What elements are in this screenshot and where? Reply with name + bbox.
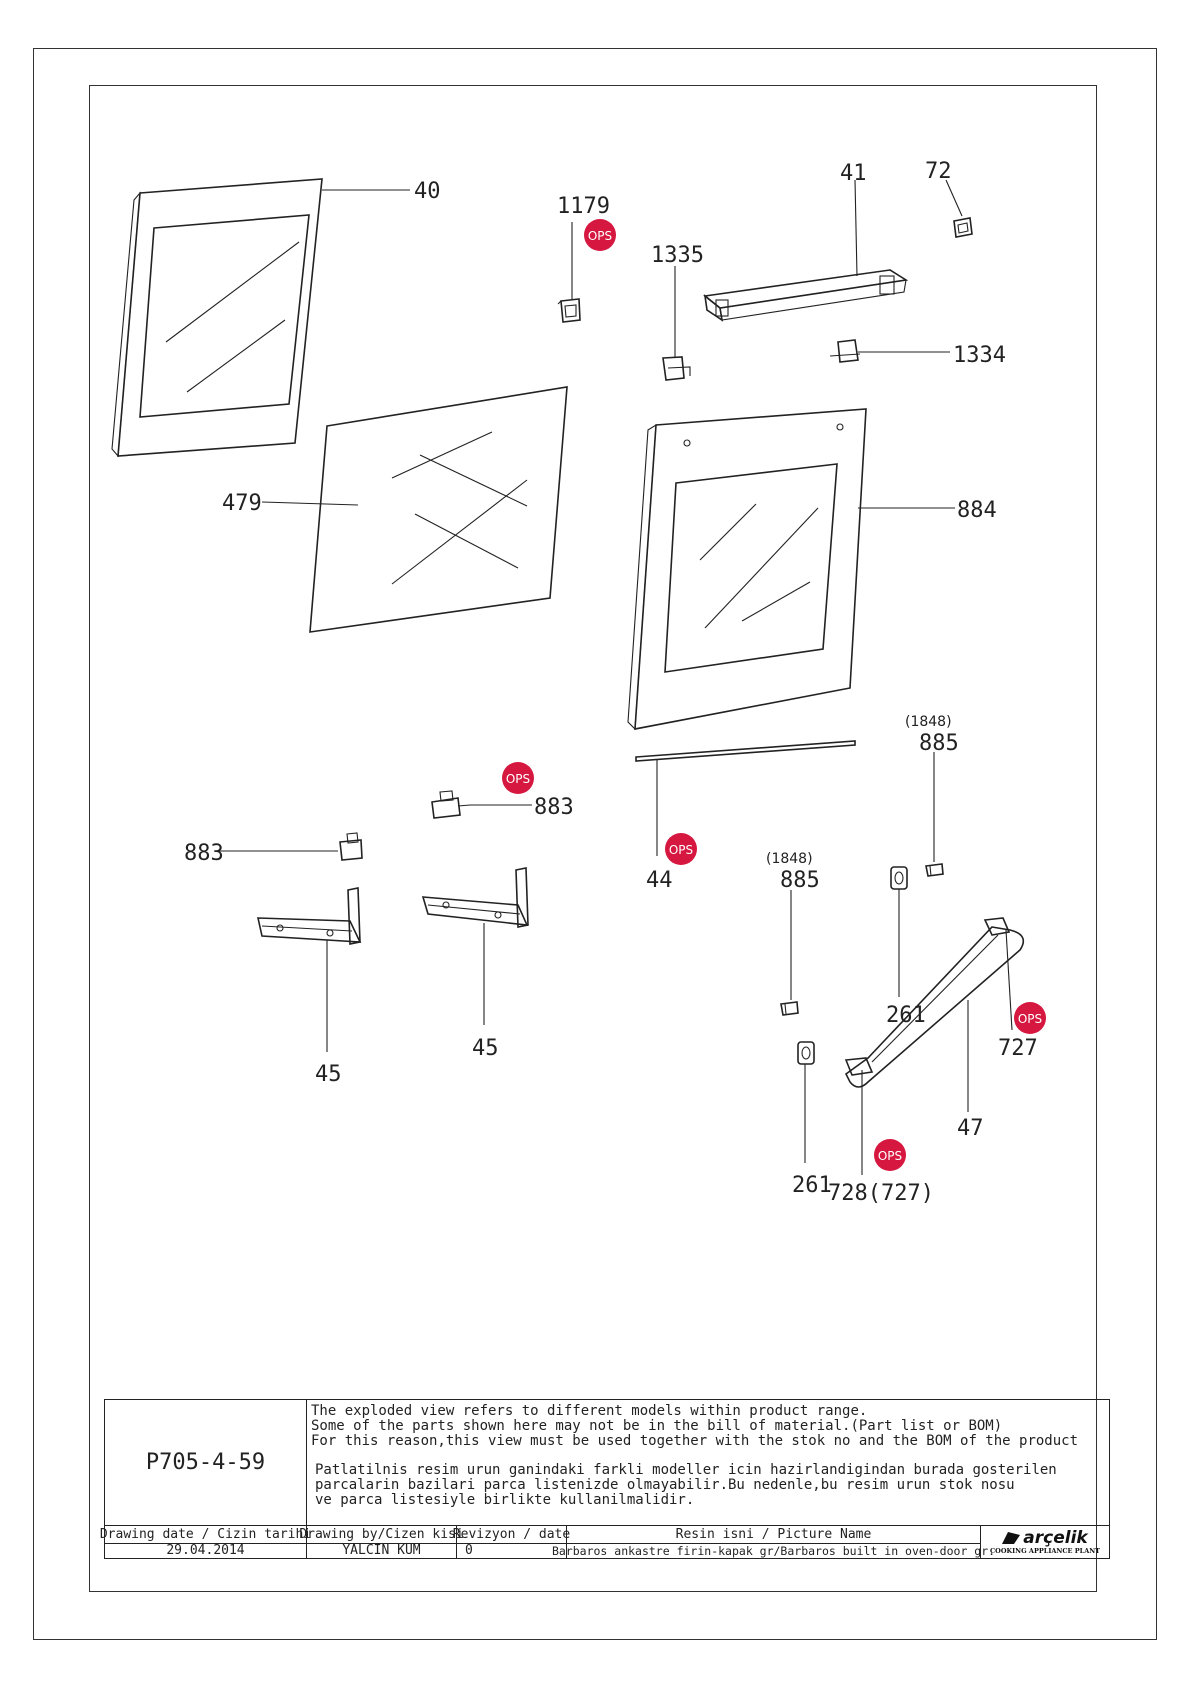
ops-badge-727: OPS — [1014, 1002, 1046, 1034]
header-rev: Revizyon / date — [453, 1526, 570, 1544]
note-tr-line-3: ve parca listesiyle birlikte kullanilmal… — [315, 1492, 695, 1508]
callout-885a-note: (1848) — [905, 714, 952, 730]
ops-circle — [1014, 1002, 1046, 1034]
logo-cell: arçelik COOKING APPLIANCE PLANT — [981, 1526, 1109, 1558]
logo: arçelik — [1002, 1527, 1088, 1548]
part-40-outer-glass — [111, 178, 323, 458]
part-261b-end-cap — [797, 1041, 815, 1065]
note-en-line-2: Some of the parts shown here may not be … — [311, 1418, 1003, 1434]
part-1335-bracket — [662, 356, 691, 381]
value-name: Barbaros ankastre firin-kapak gr/Barbaro… — [551, 1544, 996, 1558]
ops-badge-44: OPS — [665, 833, 697, 865]
callout-479: 479 — [222, 491, 262, 516]
callout-885b-note: (1848) — [766, 851, 813, 867]
title-block: P705-4-59 The exploded view refers to di… — [100, 1399, 1110, 1559]
part-44-strip — [635, 740, 856, 762]
logo-brand: arçelik — [1023, 1527, 1088, 1548]
part-1334-bracket — [829, 339, 861, 363]
drawing-number-cell: P705-4-59 — [105, 1400, 307, 1526]
callout-261b: 261 — [792, 1173, 832, 1198]
value-date: 29.04.2014 — [105, 1544, 307, 1558]
callout-728: 728(727) — [828, 1181, 934, 1206]
callout-1334: 1334 — [953, 343, 1006, 368]
ops-label: OPS — [506, 772, 530, 786]
header-date: Drawing date / Cizin tarihi — [100, 1526, 311, 1544]
note-tr-line-1: Patlatilnis resim urun ganindaki farkli … — [315, 1462, 1057, 1478]
part-45a-hinge — [256, 887, 362, 945]
callout-72: 72 — [925, 159, 952, 184]
callout-883a: 883 — [534, 795, 574, 820]
drawing-number: P705-4-59 — [145, 1450, 266, 1475]
value-rev: 0 — [457, 1544, 567, 1558]
part-884-inner-panel — [627, 408, 867, 731]
ops-circle — [502, 762, 534, 794]
note-tr-line-2: parcalarin bazilari parca listenizde olm… — [315, 1477, 1015, 1493]
part-885b-screw — [780, 1001, 799, 1016]
callout-727: 727 — [998, 1036, 1038, 1061]
callout-40: 40 — [414, 179, 441, 204]
part-72-cap — [953, 217, 973, 238]
part-1179-clip — [557, 298, 581, 323]
ops-label: OPS — [588, 229, 612, 243]
ops-circle — [665, 833, 697, 865]
part-883a-hinge-clip — [431, 790, 471, 819]
ops-label: OPS — [1018, 1012, 1042, 1026]
part-47-handle — [844, 917, 1025, 1088]
header-name: Resin isni / Picture Name — [567, 1526, 981, 1544]
ops-badge-883: OPS — [502, 762, 534, 794]
notes-cell: The exploded view refers to different mo… — [307, 1400, 1109, 1526]
part-479-middle-glass — [309, 386, 568, 633]
ops-badge-728: OPS — [874, 1139, 906, 1171]
ops-label: OPS — [669, 843, 693, 857]
note-en-line-3: For this reason,this view must be used t… — [311, 1433, 1079, 1449]
callout-41: 41 — [840, 161, 867, 186]
ops-circle — [874, 1139, 906, 1171]
callout-885b: 885 — [780, 868, 820, 893]
callout-47: 47 — [957, 1116, 984, 1141]
header-by: Drawing by/Cizen kisi — [299, 1526, 464, 1544]
ops-badge-1179: OPS — [584, 219, 616, 251]
part-261a-end-cap — [890, 866, 908, 890]
callout-885a: 885 — [919, 731, 959, 756]
callout-261a: 261 — [886, 1003, 926, 1028]
outer-border — [33, 48, 1157, 1640]
note-en-line-1: The exploded view refers to different mo… — [311, 1403, 868, 1419]
logo-subtitle: COOKING APPLIANCE PLANT — [989, 1546, 1101, 1555]
part-45b-hinge — [421, 867, 529, 928]
callout-45b: 45 — [472, 1036, 499, 1061]
ops-label: OPS — [878, 1149, 902, 1163]
part-885a-screw — [925, 863, 944, 877]
callout-45a: 45 — [315, 1062, 342, 1087]
callout-883b: 883 — [184, 841, 224, 866]
part-883b-hinge-clip — [339, 832, 363, 861]
logo-swoosh-icon — [1002, 1532, 1021, 1544]
callout-44: 44 — [646, 868, 673, 893]
ops-circle — [584, 219, 616, 251]
inner-border — [89, 85, 1097, 1592]
callout-1335: 1335 — [651, 243, 704, 268]
callout-884: 884 — [957, 498, 997, 523]
value-by: YALCIN KUM — [307, 1544, 457, 1558]
part-41-top-profile — [703, 269, 909, 322]
callout-1179: 1179 — [557, 194, 610, 219]
